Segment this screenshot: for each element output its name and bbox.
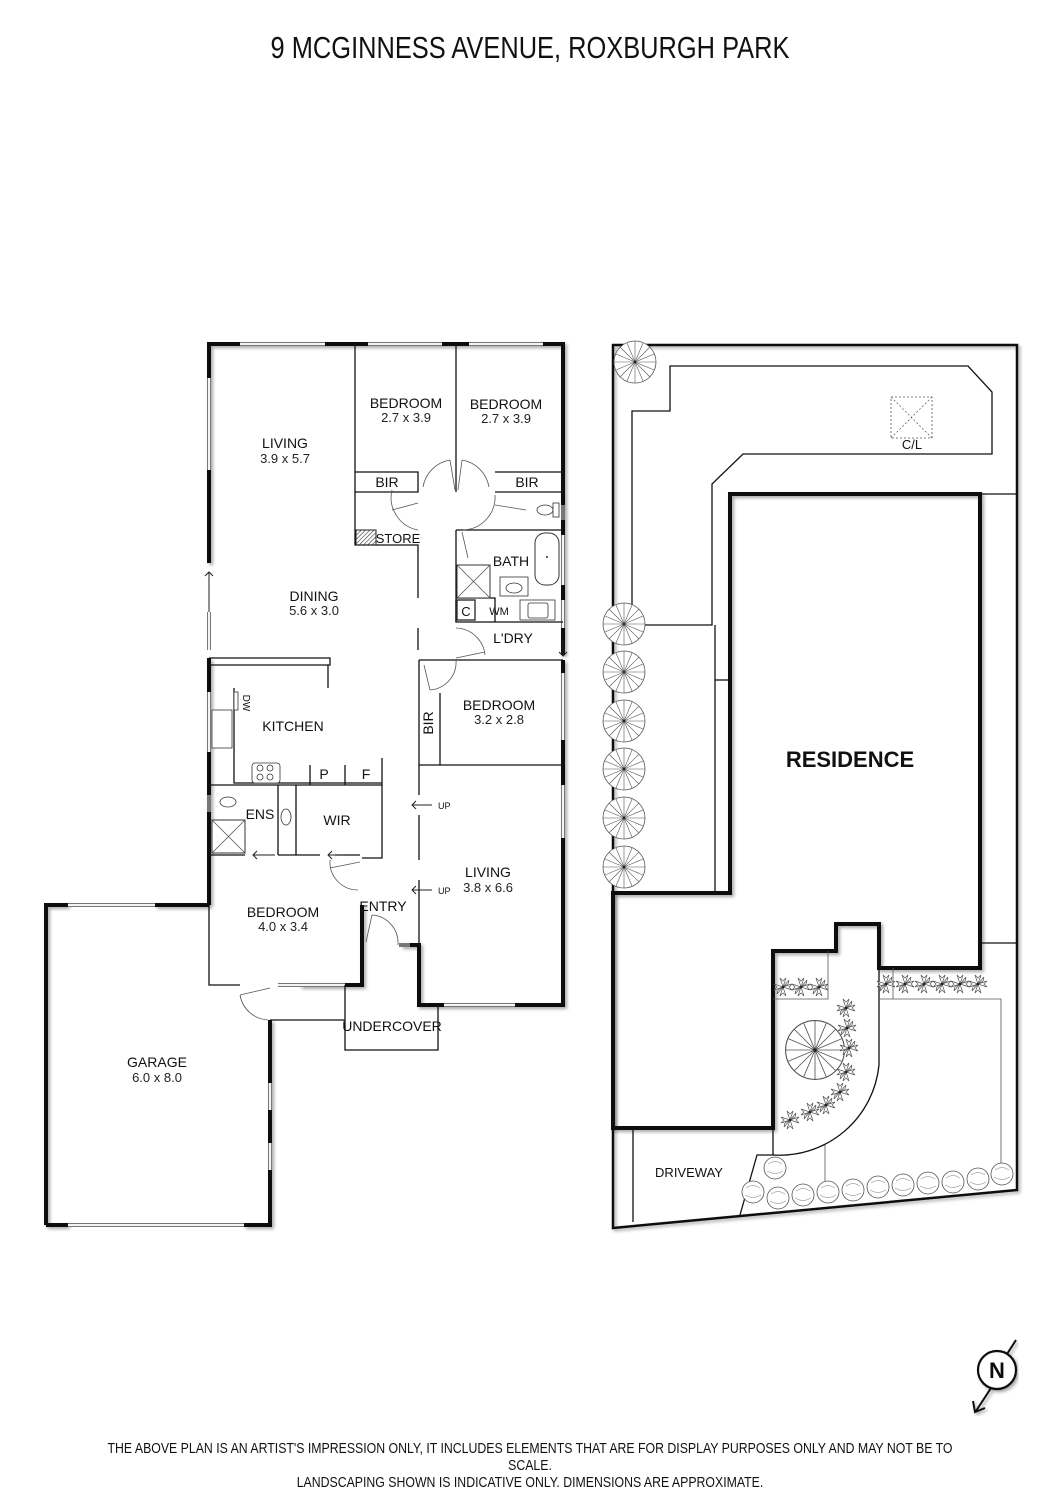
room-living-1-dims: 3.9 x 5.7	[260, 451, 310, 466]
room-garage-name: GARAGE	[127, 1054, 187, 1070]
driveway-label: DRIVEWAY	[655, 1165, 723, 1180]
bir-1-label: BIR	[375, 474, 398, 490]
fixtures	[211, 502, 560, 854]
page-title: 9 MCGINNESS AVENUE, ROXBURGH PARK	[270, 30, 790, 65]
room-living-2-dims: 3.8 x 6.6	[463, 880, 513, 895]
windows	[68, 342, 565, 1227]
entry-label: ENTRY	[359, 898, 407, 914]
bath-label: BATH	[493, 553, 529, 569]
washing-machine-label: WM	[489, 606, 509, 618]
room-dining-name: DINING	[290, 588, 339, 604]
disclaimer-line-2: LANDSCAPING SHOWN IS INDICATIVE ONLY. DI…	[296, 1474, 764, 1491]
room-bedroom-3-dims: 3.2 x 2.8	[474, 712, 524, 727]
room-bedroom-3-name: BEDROOM	[463, 697, 535, 713]
disclaimer: THE ABOVE PLAN IS AN ARTIST'S IMPRESSION…	[95, 1440, 964, 1491]
room-garage-dims: 6.0 x 8.0	[132, 1070, 182, 1085]
fridge-label: F	[362, 766, 371, 782]
ensuite-label: ENS	[246, 806, 275, 822]
floor-plan: LIVING 3.9 x 5.7 BEDROOM 2.7 x 3.9 BEDRO…	[44, 342, 568, 1227]
pantry-label: P	[319, 766, 328, 782]
room-bedroom-1-dims: 2.7 x 3.9	[381, 410, 431, 425]
up-label-1: UP	[438, 801, 451, 811]
store-label: STORE	[376, 531, 421, 546]
room-living-2-name: LIVING	[465, 864, 511, 880]
cupboard-label: C	[461, 604, 470, 619]
up-label-2: UP	[438, 886, 451, 896]
hedge-shrubs	[741, 1156, 1014, 1210]
disclaimer-line-1: THE ABOVE PLAN IS AN ARTIST'S IMPRESSION…	[107, 1440, 953, 1474]
bir-2-label: BIR	[515, 474, 538, 490]
clothesline-label: C/L	[902, 437, 922, 452]
room-dining-dims: 5.6 x 3.0	[289, 603, 339, 618]
room-bedroom-2-name: BEDROOM	[470, 396, 542, 412]
room-labels: LIVING 3.9 x 5.7 BEDROOM 2.7 x 3.9 BEDRO…	[127, 395, 542, 1085]
north-compass-icon: N	[972, 1339, 1018, 1414]
undercover-label: UNDERCOVER	[342, 1018, 442, 1034]
room-bedroom-4-dims: 4.0 x 3.4	[258, 919, 308, 934]
residence-label: RESIDENCE	[786, 747, 914, 772]
trees	[602, 340, 846, 1081]
room-bedroom-1-name: BEDROOM	[370, 395, 442, 411]
room-living-1-name: LIVING	[262, 435, 308, 451]
site-plan: C/L RESIDENCE DRIVEWAY	[602, 340, 1019, 1230]
laundry-label: L'DRY	[493, 630, 533, 646]
wir-label: WIR	[323, 812, 350, 828]
room-bedroom-4-name: BEDROOM	[247, 904, 319, 920]
room-bedroom-2-dims: 2.7 x 3.9	[481, 411, 531, 426]
bir-3-label: BIR	[420, 711, 436, 734]
compass-label: N	[989, 1358, 1005, 1383]
dishwasher-label: DW	[240, 695, 251, 712]
room-kitchen-name: KITCHEN	[262, 718, 323, 734]
